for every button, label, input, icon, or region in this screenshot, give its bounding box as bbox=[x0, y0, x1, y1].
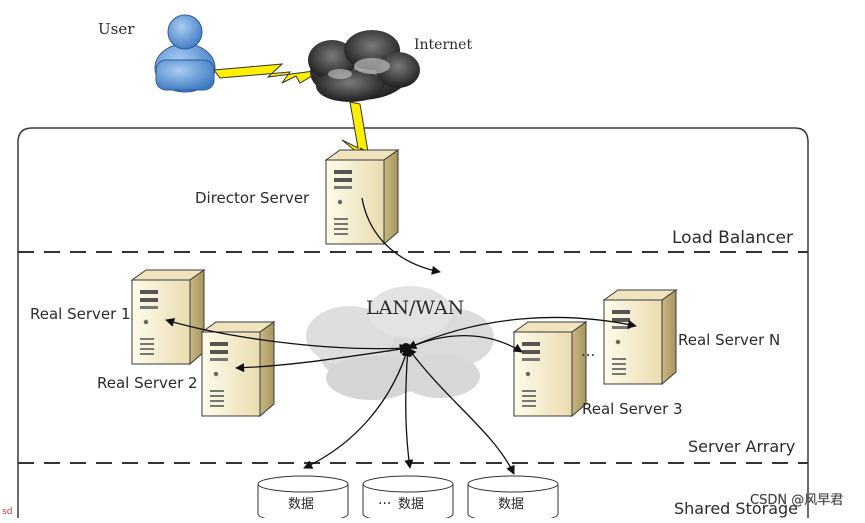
storage-disk-2-label: 数据 bbox=[398, 497, 424, 512]
watermark-text: CSDN @风早君 bbox=[750, 493, 843, 508]
user-label: User bbox=[98, 20, 135, 38]
internet-label: Internet bbox=[414, 37, 472, 53]
network-hub-point bbox=[401, 343, 411, 353]
storage-ellipsis: ... bbox=[378, 492, 391, 508]
internet-cloud-icon bbox=[308, 30, 420, 102]
real-server-1-label: Real Server 1 bbox=[30, 305, 131, 323]
real-server-3-label: Real Server 3 bbox=[582, 400, 683, 418]
server-array-label: Server Arrary bbox=[688, 437, 795, 456]
load-balancer-label: Load Balancer bbox=[672, 228, 793, 248]
director-server-icon bbox=[325, 149, 399, 245]
real-server-1-icon bbox=[131, 269, 205, 365]
corner-mark: sd bbox=[2, 507, 12, 517]
real-server-n-label: Real Server N bbox=[678, 331, 780, 349]
real-server-2-label: Real Server 2 bbox=[97, 374, 198, 392]
server-ellipsis: ... bbox=[581, 342, 595, 360]
director-server-label: Director Server bbox=[195, 189, 310, 207]
lan-wan-label: LAN/WAN bbox=[366, 297, 464, 319]
real-server-3-icon bbox=[513, 321, 587, 417]
user-icon bbox=[154, 14, 216, 93]
storage-disk-1-label: 数据 bbox=[288, 497, 314, 512]
storage-disk-3-label: 数据 bbox=[498, 497, 524, 512]
shared-storage-label: Shared Storage bbox=[674, 499, 798, 518]
architecture-frame bbox=[17, 127, 809, 518]
lightning-bolt-icon bbox=[213, 63, 323, 84]
real-server-n-icon bbox=[603, 289, 677, 385]
connection-lines bbox=[165, 197, 637, 475]
